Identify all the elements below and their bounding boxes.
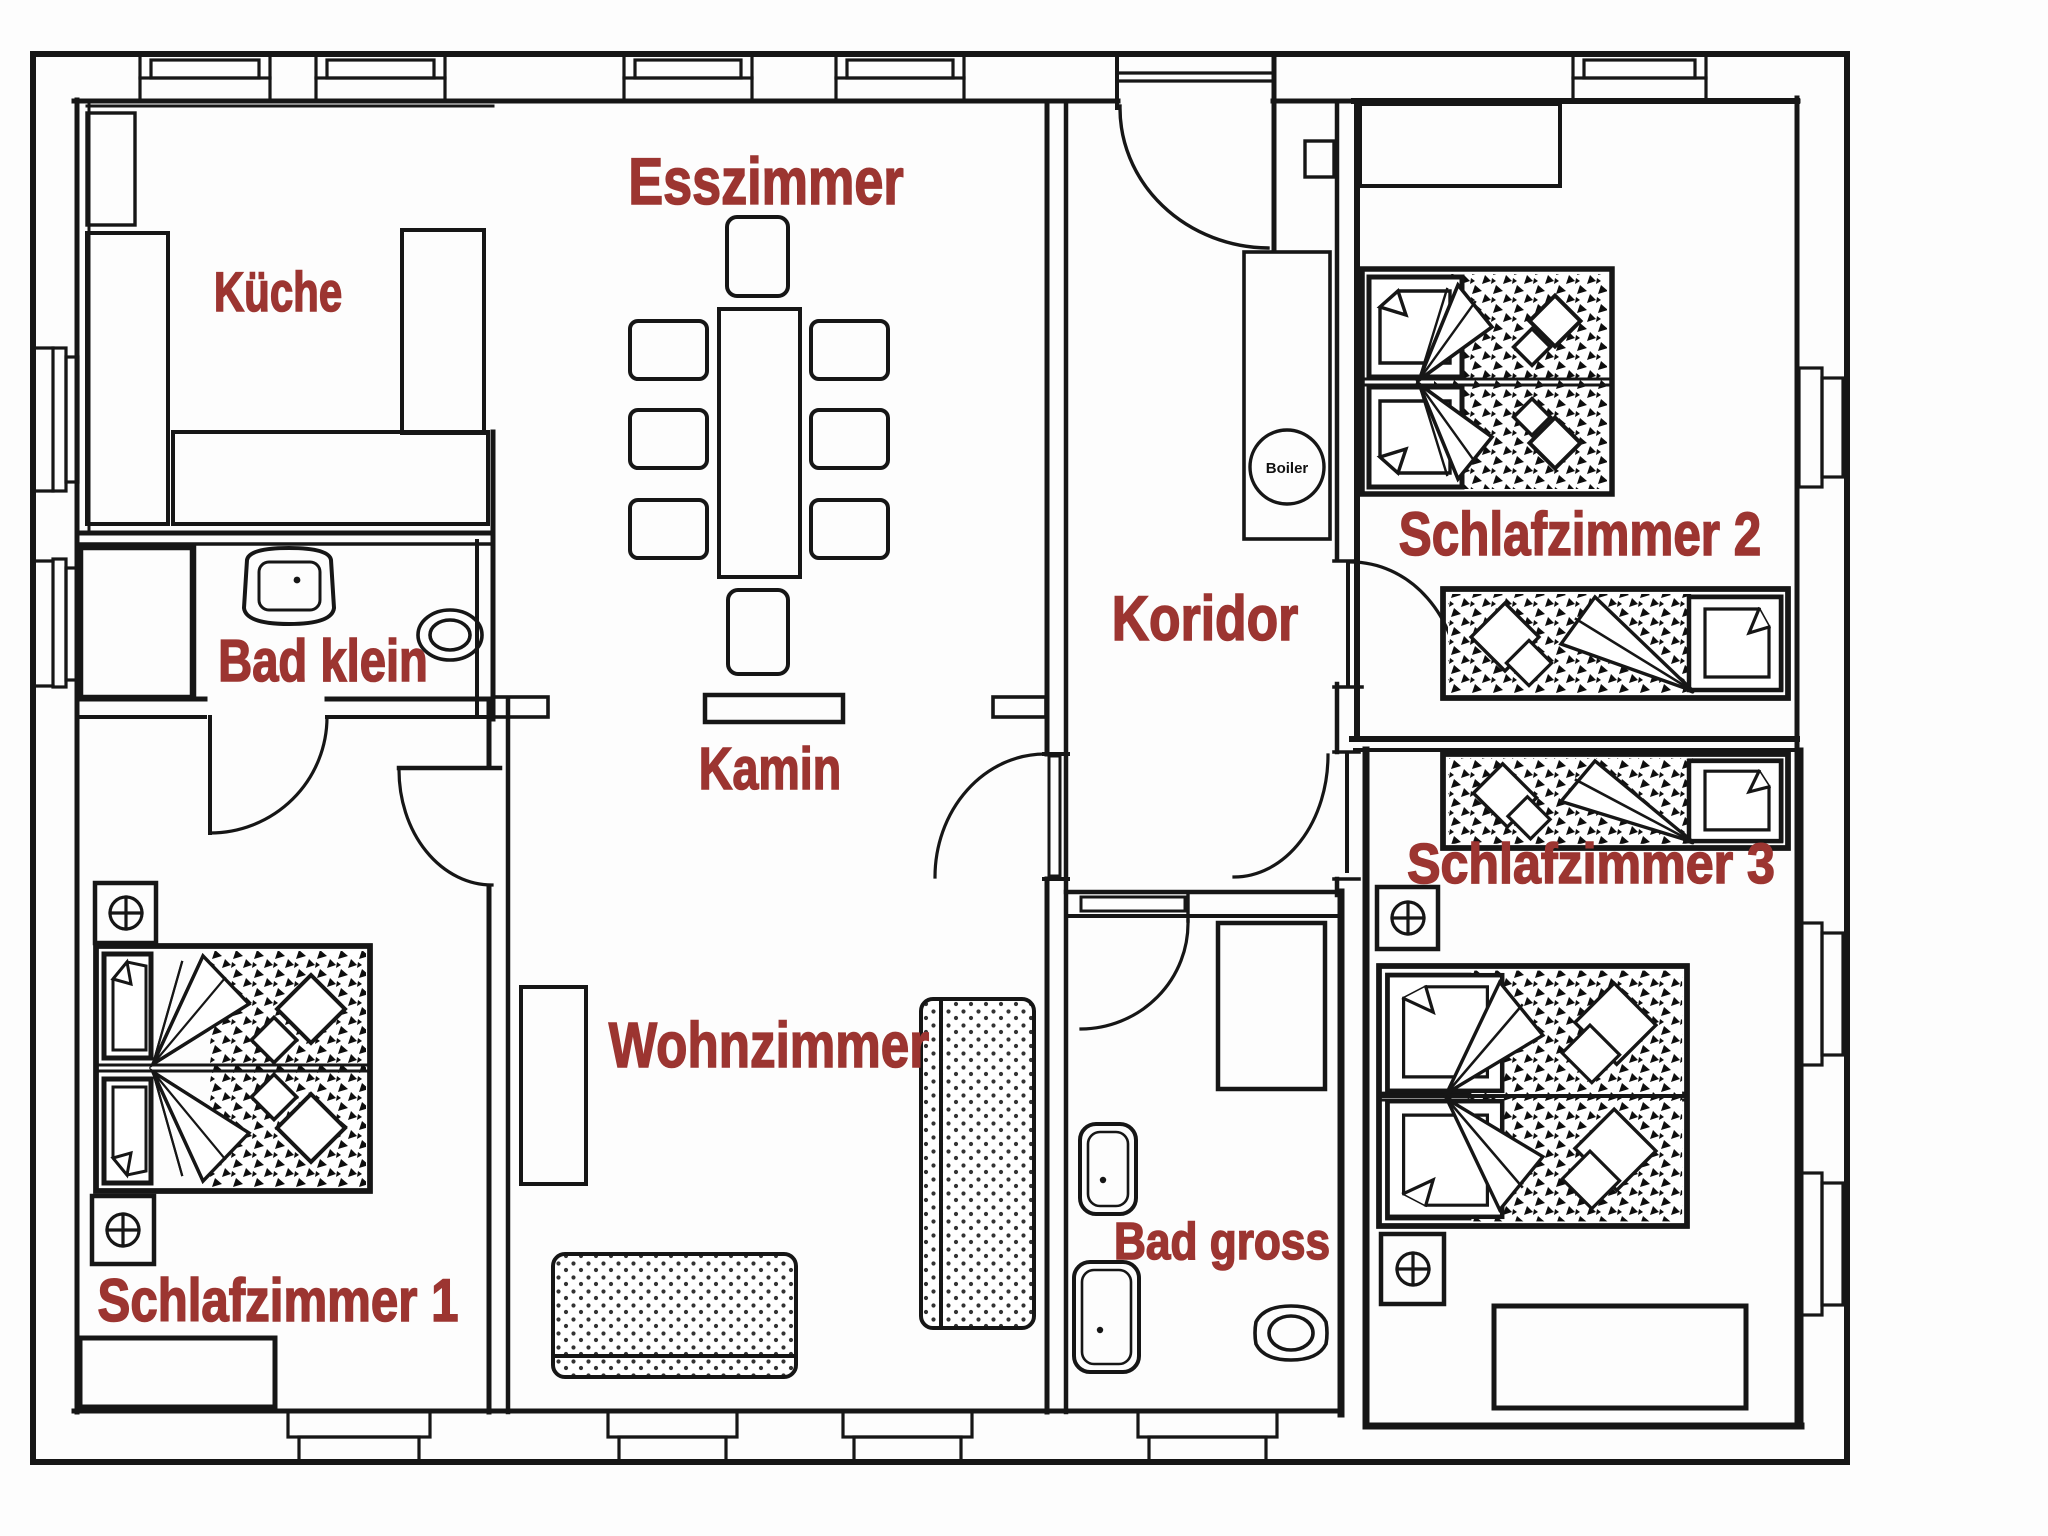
svg-text:Bad gross: Bad gross <box>1114 1213 1330 1271</box>
svg-text:Schlafzimmer 1: Schlafzimmer 1 <box>98 1266 459 1334</box>
svg-text:Esszimmer: Esszimmer <box>628 144 903 218</box>
svg-text:Schlafzimmer 3: Schlafzimmer 3 <box>1407 832 1775 896</box>
svg-text:Kamin: Kamin <box>699 737 841 802</box>
svg-text:Bad klein: Bad klein <box>218 629 428 694</box>
svg-text:Küche: Küche <box>214 261 342 323</box>
svg-text:Boiler: Boiler <box>1266 460 1309 477</box>
svg-text:Koridor: Koridor <box>1112 584 1298 654</box>
svg-text:Schlafzimmer 2: Schlafzimmer 2 <box>1399 500 1761 568</box>
svg-text:Wohnzimmer: Wohnzimmer <box>609 1011 929 1082</box>
